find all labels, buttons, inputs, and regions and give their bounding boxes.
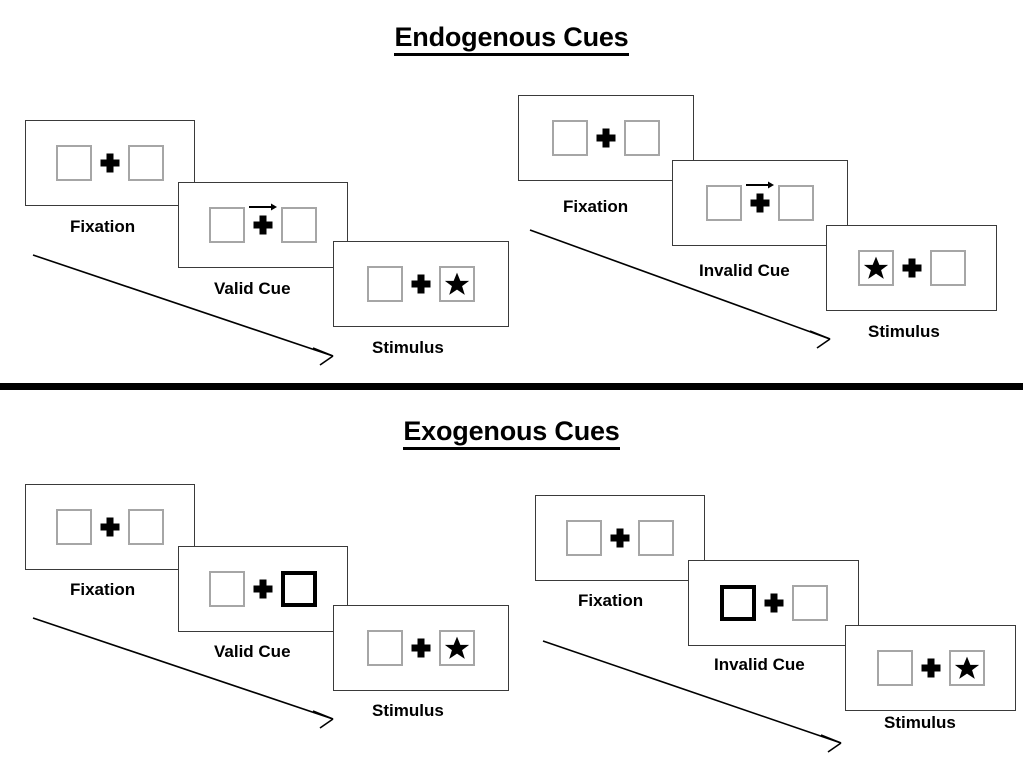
- plus-cross-icon: [588, 120, 624, 156]
- right-box: [128, 509, 164, 545]
- frame-content: [367, 630, 475, 666]
- left-box: [367, 630, 403, 666]
- diagonal-arrow-icon-exogenous-invalid: [542, 640, 842, 753]
- arrow-right-icon: [249, 203, 277, 211]
- right-box-cued: [281, 571, 317, 607]
- panel-exogenous-invalid-fixation[interactable]: [535, 495, 705, 581]
- section-title-exogenous: Exogenous Cues: [0, 416, 1023, 450]
- frame-content: [857, 250, 966, 286]
- arrow-right-icon: [746, 181, 774, 189]
- frame-content: [209, 571, 317, 607]
- section-title-exogenous-text: Exogenous Cues: [403, 416, 620, 450]
- plus-cross-icon: [756, 585, 792, 621]
- left-box: [857, 250, 894, 286]
- right-box: [624, 120, 660, 156]
- panel-endogenous-valid-stimulus[interactable]: [333, 241, 509, 327]
- left-box: [566, 520, 602, 556]
- frame-content: [552, 120, 660, 156]
- panel-exogenous-valid-cue[interactable]: [178, 546, 348, 632]
- right-box: [948, 650, 985, 686]
- left-box: [706, 185, 742, 221]
- caption-endogenous-valid-stimulus: Stimulus: [372, 338, 444, 357]
- panel-endogenous-invalid-fixation[interactable]: [518, 95, 694, 181]
- panel-endogenous-valid-fixation[interactable]: [25, 120, 195, 206]
- panel-exogenous-invalid-stimulus[interactable]: [845, 625, 1016, 711]
- frame-content: [706, 181, 814, 221]
- frame-content: [209, 203, 317, 243]
- caption-endogenous-invalid-fixation: Fixation: [563, 197, 629, 216]
- plus-cross-icon: [92, 145, 128, 181]
- star-icon: [444, 271, 470, 297]
- right-box: [778, 185, 814, 221]
- right-box: [638, 520, 674, 556]
- left-box: [56, 145, 92, 181]
- left-box: [876, 650, 913, 686]
- caption-exogenous-invalid-stimulus: Stimulus: [884, 713, 956, 732]
- frame-content: [566, 520, 674, 556]
- plus-cross-icon: [245, 571, 281, 607]
- right-box: [929, 250, 966, 286]
- frame-content: [876, 650, 985, 686]
- plus-cross-icon: [602, 520, 638, 556]
- panel-exogenous-invalid-cue[interactable]: [688, 560, 859, 646]
- caption-endogenous-invalid-stimulus: Stimulus: [868, 322, 940, 341]
- star-icon: [863, 255, 889, 281]
- plus-cross-icon: [403, 630, 439, 666]
- frame-content: [367, 266, 475, 302]
- panel-exogenous-valid-fixation[interactable]: [25, 484, 195, 570]
- caption-endogenous-valid-cue: Valid Cue: [214, 279, 291, 298]
- plus-cross-icon: [913, 650, 949, 686]
- right-box: [791, 585, 828, 621]
- plus-cross-icon: [245, 203, 281, 243]
- caption-exogenous-valid-cue: Valid Cue: [214, 642, 291, 661]
- section-divider: [0, 383, 1023, 390]
- right-box: [281, 207, 317, 243]
- caption-exogenous-valid-fixation: Fixation: [70, 580, 136, 599]
- caption-exogenous-invalid-cue: Invalid Cue: [714, 655, 805, 674]
- left-box: [209, 571, 245, 607]
- caption-endogenous-invalid-cue: Invalid Cue: [699, 261, 790, 280]
- section-title-endogenous: Endogenous Cues: [0, 22, 1023, 56]
- plus-cross-icon: [742, 181, 778, 221]
- right-box: [128, 145, 164, 181]
- caption-endogenous-valid-fixation: Fixation: [70, 217, 136, 236]
- left-box: [209, 207, 245, 243]
- frame-content: [56, 509, 164, 545]
- left-box: [367, 266, 403, 302]
- panel-endogenous-valid-cue[interactable]: [178, 182, 348, 268]
- caption-exogenous-invalid-fixation: Fixation: [578, 591, 644, 610]
- plus-cross-icon: [403, 266, 439, 302]
- section-title-endogenous-text: Endogenous Cues: [394, 22, 629, 56]
- frame-content: [56, 145, 164, 181]
- left-box: [552, 120, 588, 156]
- left-box: [56, 509, 92, 545]
- right-box: [439, 630, 475, 666]
- star-icon: [954, 655, 980, 681]
- caption-exogenous-valid-stimulus: Stimulus: [372, 701, 444, 720]
- left-box-cued: [719, 585, 756, 621]
- star-icon: [444, 635, 470, 661]
- plus-cross-icon: [894, 250, 930, 286]
- right-box: [439, 266, 475, 302]
- panel-endogenous-invalid-cue[interactable]: [672, 160, 848, 246]
- plus-cross-icon: [92, 509, 128, 545]
- frame-content: [719, 585, 828, 621]
- panel-endogenous-invalid-stimulus[interactable]: [826, 225, 997, 311]
- panel-exogenous-valid-stimulus[interactable]: [333, 605, 509, 691]
